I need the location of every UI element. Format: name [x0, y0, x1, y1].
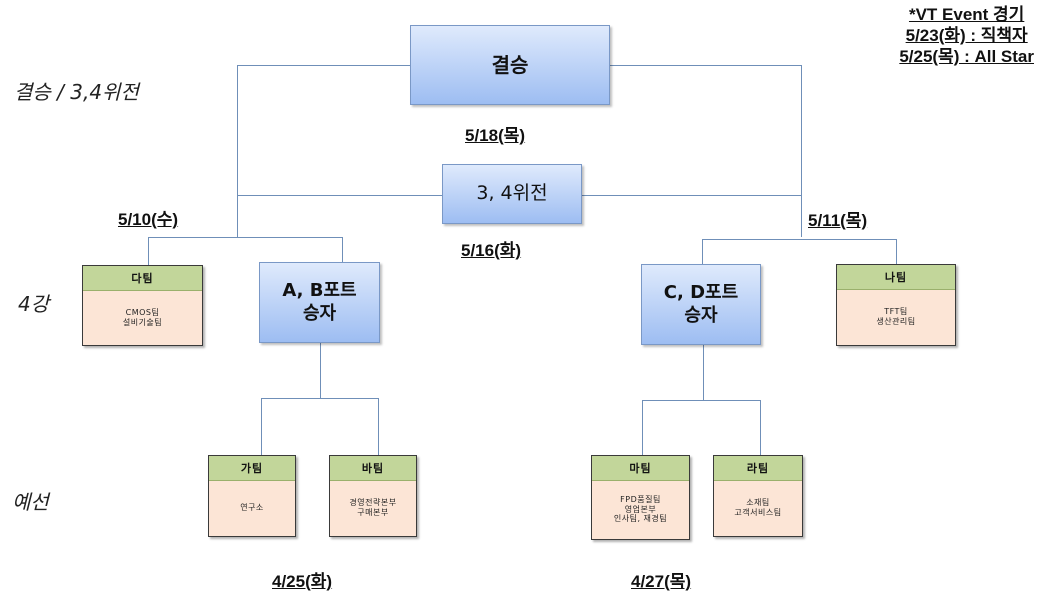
- stage-label-semi: 4강: [18, 292, 50, 316]
- connector-line: [702, 239, 896, 240]
- connector-line: [261, 398, 262, 455]
- final-date: 5/18(목): [465, 126, 526, 145]
- team-name: 바팀: [330, 456, 416, 481]
- connector-line: [148, 237, 149, 265]
- connector-line: [320, 343, 321, 398]
- team-name: 다팀: [83, 266, 202, 291]
- vt-event-note: *VT Event 경기 5/23(화) : 직책자 5/25(목) : All…: [899, 4, 1034, 67]
- team-members: 경영전략본부 구매본부: [349, 498, 397, 517]
- team-box-da: 다팀 CMOS팀 설비기술팀: [82, 265, 203, 346]
- connector-line: [148, 237, 342, 238]
- team-box-ra: 라팀 소재팀 고객서비스팀: [713, 455, 803, 537]
- connector-line: [642, 400, 760, 401]
- third-place-date: 5/16(화): [461, 241, 522, 260]
- connector-line: [703, 345, 704, 400]
- team-box-ga: 가팀 연구소: [208, 455, 296, 537]
- team-name: 라팀: [714, 456, 802, 481]
- connector-line: [702, 239, 703, 264]
- team-members: TFT팀 생산관리팀: [876, 307, 916, 326]
- team-name: 나팀: [837, 265, 955, 290]
- team-members: 연구소: [240, 503, 264, 513]
- stage-label-final: 결승 / 3,4위전: [14, 80, 139, 104]
- connector-line: [237, 65, 410, 66]
- semi-right-date: 5/11(목): [808, 211, 868, 230]
- connector-line: [237, 65, 238, 237]
- team-name: 가팀: [209, 456, 295, 481]
- team-box-ba: 바팀 경영전략본부 구매본부: [329, 455, 417, 537]
- cd-winner-box: C, D포트 승자: [641, 264, 761, 345]
- ab-winner-box: A, B포트 승자: [259, 262, 380, 343]
- connector-line: [642, 400, 643, 455]
- connector-line: [237, 195, 442, 196]
- team-members: CMOS팀 설비기술팀: [122, 307, 163, 327]
- connector-line: [801, 65, 802, 237]
- team-name: 마팀: [592, 456, 689, 481]
- connector-line: [261, 398, 378, 399]
- connector-line: [760, 400, 761, 455]
- connector-line: [378, 398, 379, 455]
- team-box-na: 나팀 TFT팀 생산관리팀: [836, 264, 956, 346]
- team-box-ma: 마팀 FPD품질팀 영업본부 인사팀, 재경팀: [591, 455, 690, 540]
- third-place-match-box: 3, 4위전: [442, 164, 582, 224]
- prelim-right-date: 4/27(목): [631, 572, 692, 591]
- note-line: 5/23(화) : 직책자: [905, 26, 1028, 45]
- connector-line: [582, 195, 801, 196]
- note-line: 5/25(목) : All Star: [899, 47, 1034, 66]
- final-match-box: 결승: [410, 25, 610, 105]
- team-members: 소재팀 고객서비스팀: [734, 498, 782, 517]
- stage-label-prelim: 예선: [12, 490, 49, 514]
- prelim-left-date: 4/25(화): [272, 572, 333, 591]
- connector-line: [610, 65, 801, 66]
- semi-left-date: 5/10(수): [118, 210, 179, 229]
- note-title: *VT Event 경기: [908, 5, 1025, 24]
- ab-winner-label: A, B포트 승자: [282, 280, 357, 324]
- cd-winner-label: C, D포트 승자: [663, 282, 739, 326]
- team-members: FPD품질팀 영업본부 인사팀, 재경팀: [613, 495, 668, 524]
- connector-line: [896, 239, 897, 264]
- connector-line: [342, 237, 343, 262]
